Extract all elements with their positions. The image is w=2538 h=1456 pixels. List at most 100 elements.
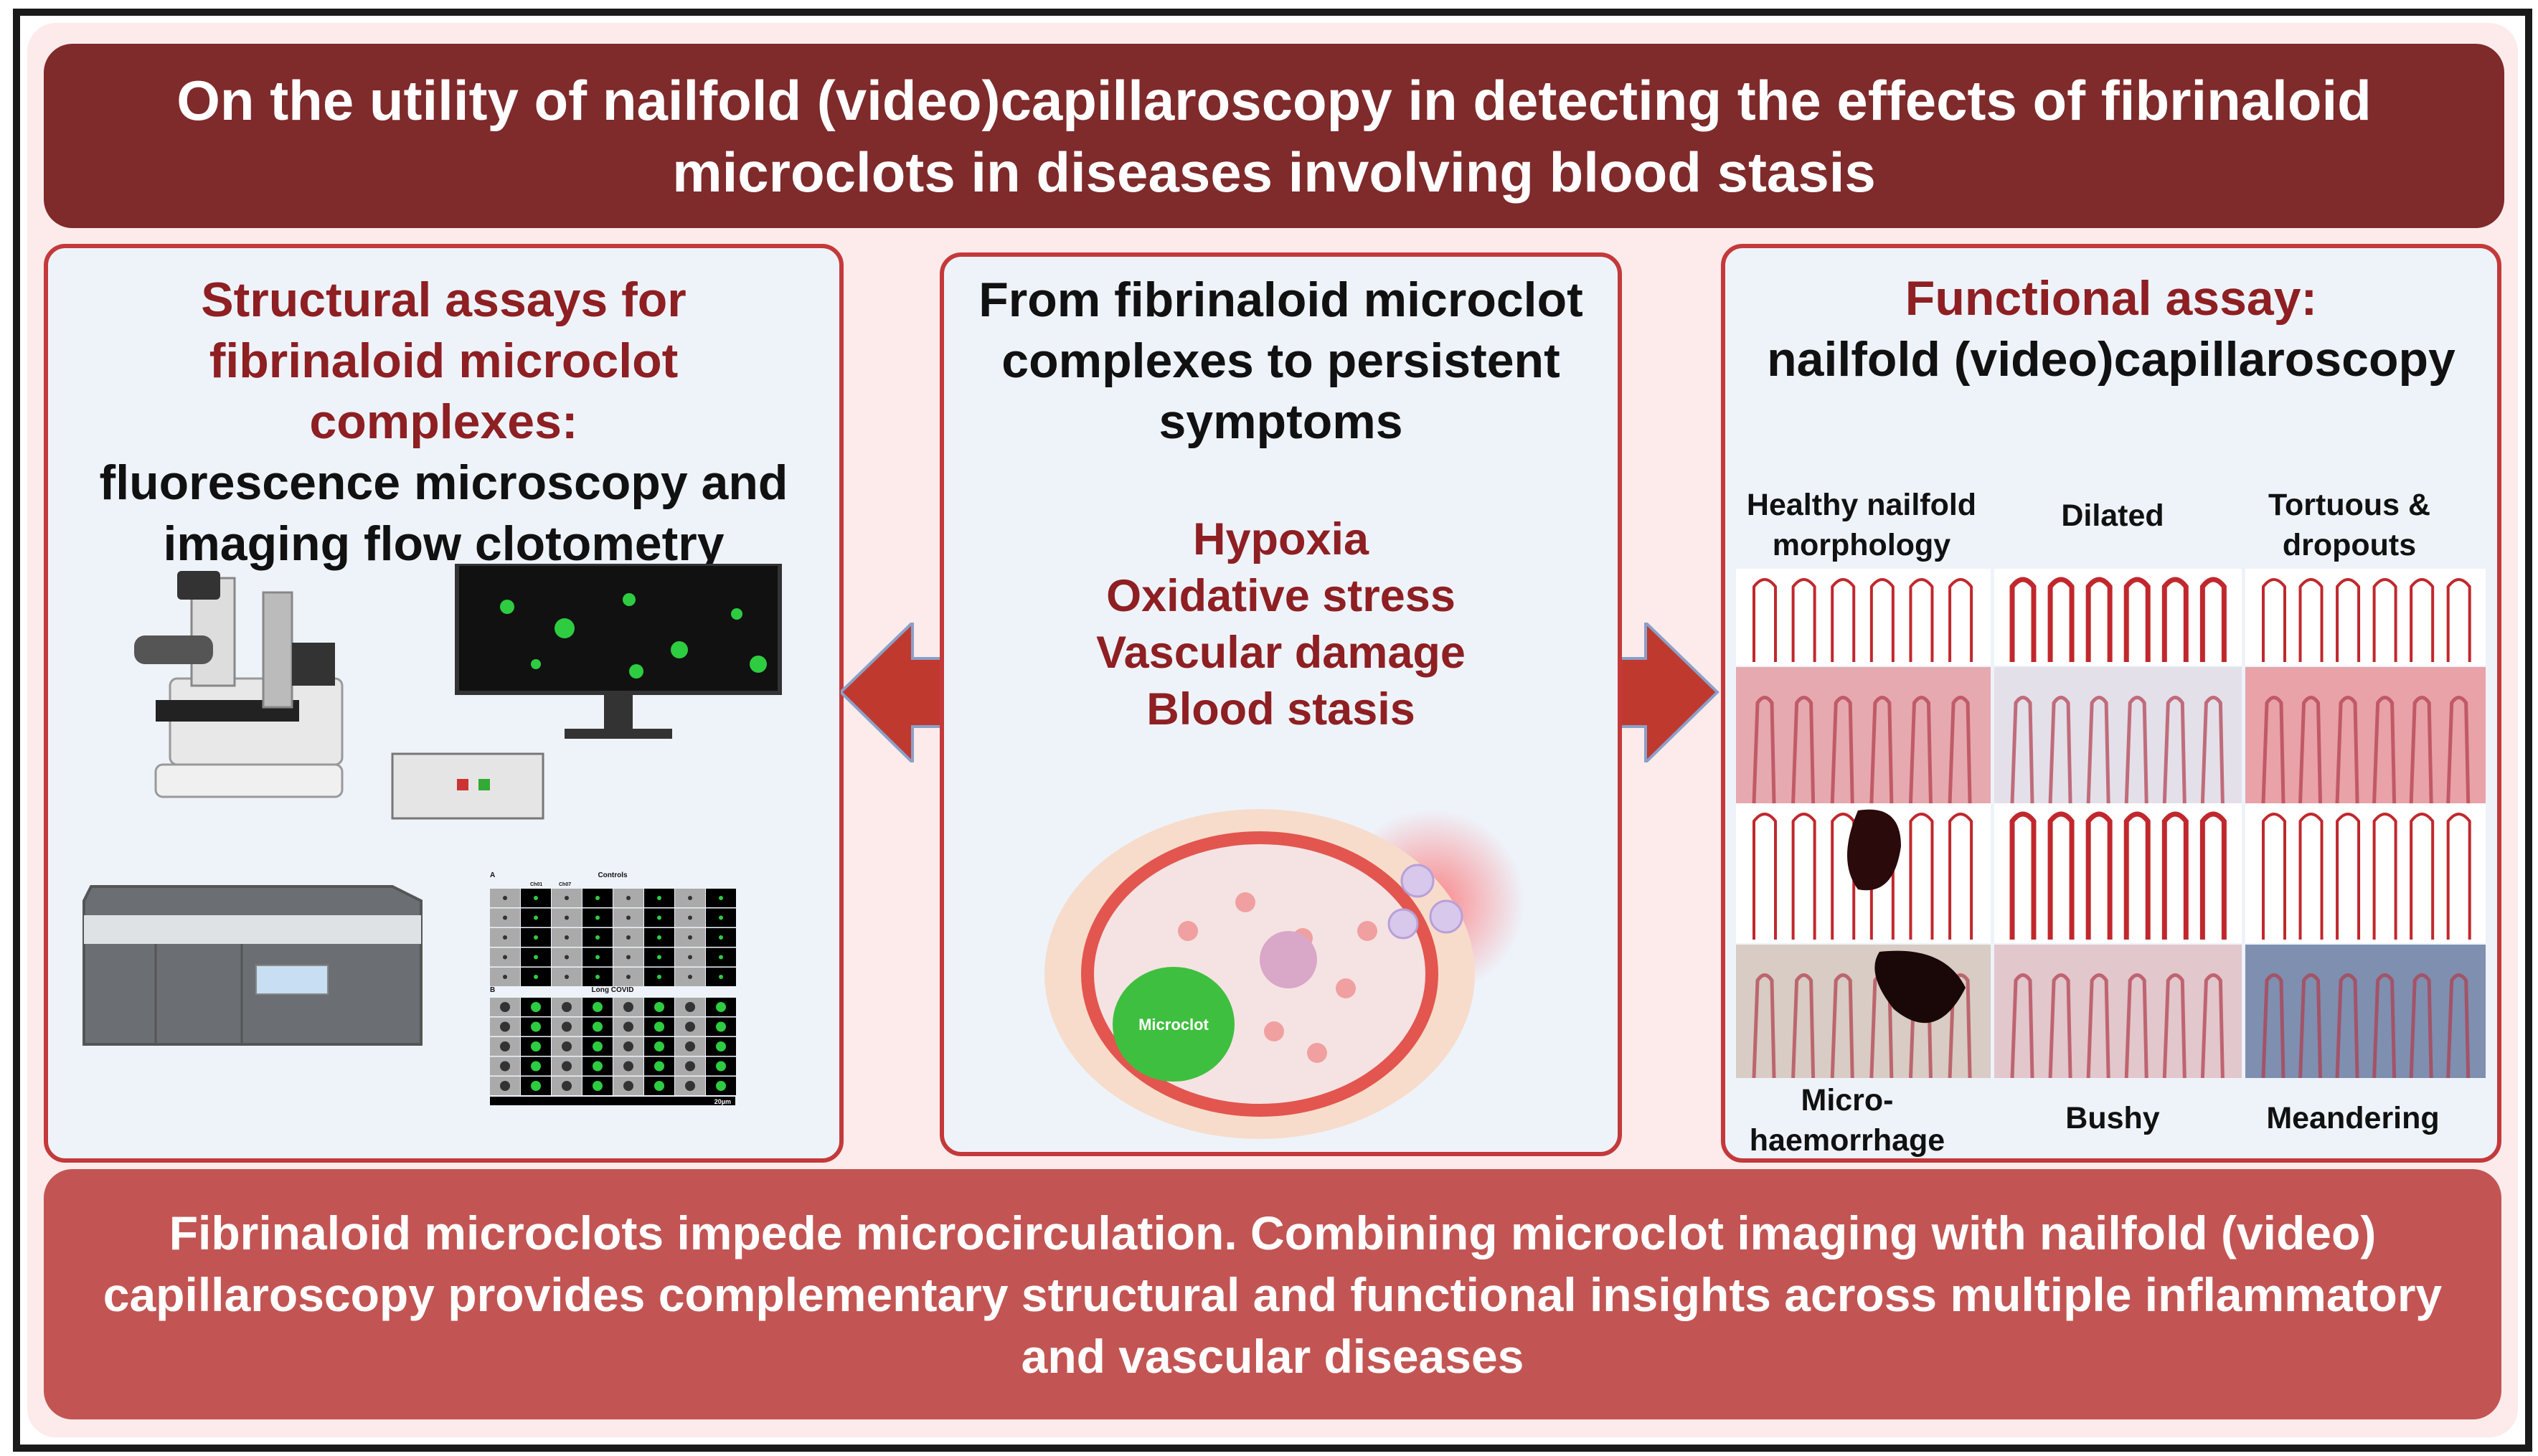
- ifc-particle: [500, 1041, 510, 1051]
- capillaroscopy-photo: [2245, 945, 2486, 1078]
- channel-label-ch01: Ch01: [530, 882, 542, 887]
- ifc-particle: [685, 1081, 695, 1091]
- conclusion-banner: Fibrinaloid microclots impede microcircu…: [44, 1169, 2501, 1419]
- ifc-particle: [623, 1041, 633, 1051]
- ifc-particle: [685, 1002, 695, 1012]
- ifc-particle: [503, 896, 507, 900]
- controls-label: Controls: [598, 871, 628, 879]
- ifc-particle: [534, 935, 538, 940]
- ifc-particle: [534, 896, 538, 900]
- structural-heading-red: Structural assays for fibrinaloid microc…: [201, 273, 687, 449]
- ifc-particle: [562, 1002, 572, 1012]
- ifc-particle: [626, 935, 631, 940]
- ifc-particle: [565, 935, 569, 940]
- capillary-drawing: [2245, 803, 2486, 943]
- ifc-particle: [503, 955, 507, 960]
- ifc-particle: [623, 1002, 633, 1012]
- ifc-particle: [562, 1081, 572, 1091]
- symptom-oxidative-stress: Oxidative stress: [1106, 571, 1456, 621]
- ifc-particle: [565, 896, 569, 900]
- label-dilated: Dilated: [2061, 498, 2164, 533]
- persistent-symptoms-panel: From fibrinaloid microclot complexes to …: [940, 252, 1622, 1156]
- ifc-particle: [626, 955, 631, 960]
- ifc-particle: [657, 915, 661, 920]
- ifc-particle: [534, 915, 538, 920]
- ifc-particle: [595, 896, 600, 900]
- ifc-particle: [716, 1061, 726, 1072]
- ifc-particle: [565, 955, 569, 960]
- ifc-particle: [500, 1002, 510, 1012]
- ifc-particle: [626, 975, 631, 979]
- capillaroscopy-photo: [1994, 945, 2242, 1078]
- ifc-particle: [654, 1081, 664, 1091]
- ifc-particle: [503, 915, 507, 920]
- channel-label-ch07: Ch07: [559, 882, 571, 887]
- ifc-particle: [654, 1002, 664, 1012]
- capillary-drawing: [1994, 569, 2242, 666]
- ifc-particle: [657, 935, 661, 940]
- ifc-particle: [685, 1021, 695, 1032]
- capillary-drawing: [1736, 803, 1991, 943]
- long-covid-label: Long COVID: [592, 986, 634, 994]
- imaging-flow-clotometry-grid: A Controls B Long COVID Ch01 Ch07 20µm: [487, 869, 738, 1105]
- label-tortuous: Tortuous & dropouts: [2268, 488, 2431, 562]
- ifc-particle: [595, 935, 600, 940]
- ifc-particle: [685, 1041, 695, 1051]
- ifc-particle: [562, 1041, 572, 1051]
- ifc-particle: [593, 1061, 603, 1072]
- functional-assay-panel: Functional assay: nailfold (video)capill…: [1721, 244, 2501, 1163]
- functional-heading-black: nailfold (video)capillaroscopy: [1767, 332, 2456, 387]
- blood-vessel-microclot-illustration: Microclot: [1044, 809, 1525, 1139]
- ifc-particle: [719, 915, 723, 920]
- capillary-drawing: [1994, 803, 2242, 943]
- ifc-particle: [626, 896, 631, 900]
- ifc-particle: [719, 935, 723, 940]
- label-microhaemorrhage: Micro-haemorrhage: [1749, 1083, 1945, 1158]
- label-healthy: Healthy nailfold morphology: [1746, 488, 1977, 562]
- structural-heading-black: fluorescence microscopy and imaging flow…: [99, 455, 788, 571]
- structural-heading: Structural assays for fibrinaloid microc…: [48, 270, 839, 575]
- capillaroscopy-photo: [1736, 945, 1991, 1078]
- ifc-particle: [688, 915, 692, 920]
- ifc-particle: [593, 1041, 603, 1051]
- ifc-particle: [716, 1021, 726, 1032]
- fluorescence-microscope-illustration: [134, 564, 782, 820]
- ifc-particle: [657, 975, 661, 979]
- microclot-label: Microclot: [1138, 1016, 1209, 1034]
- ifc-particle: [531, 1002, 541, 1012]
- ifc-particle: [500, 1021, 510, 1032]
- functional-heading-red: Functional assay:: [1905, 271, 2318, 326]
- ifc-particle: [531, 1041, 541, 1051]
- ifc-particle: [500, 1061, 510, 1072]
- ifc-particle: [623, 1021, 633, 1032]
- capillary-drawing: [2245, 569, 2486, 666]
- ifc-particle: [688, 975, 692, 979]
- figure-title: On the utility of nailfold (video)capill…: [44, 44, 2504, 228]
- ifc-particle: [593, 1021, 603, 1032]
- ifc-particle: [534, 955, 538, 960]
- symptom-blood-stasis: Blood stasis: [1146, 684, 1415, 734]
- ifc-particle: [657, 955, 661, 960]
- ifc-particle: [654, 1061, 664, 1072]
- label-meandering: Meandering: [2266, 1101, 2440, 1135]
- ifc-particle: [688, 896, 692, 900]
- ifc-particle: [657, 896, 661, 900]
- ifc-particle: [626, 915, 631, 920]
- capillaroscopy-photo: [2245, 667, 2486, 803]
- ifc-particle: [719, 955, 723, 960]
- ifc-particle: [719, 975, 723, 979]
- ifc-particle: [688, 955, 692, 960]
- symptom-hypoxia: Hypoxia: [1192, 514, 1369, 564]
- ifc-particle: [685, 1061, 695, 1072]
- ifc-particle: [565, 915, 569, 920]
- ifc-particle: [562, 1061, 572, 1072]
- ifc-grid-svg: A Controls B Long COVID Ch01 Ch07 20µm: [490, 871, 736, 1105]
- middle-heading: From fibrinaloid microclot complexes to …: [978, 273, 1583, 449]
- ifc-particle: [623, 1081, 633, 1091]
- capillaroscopy-photo: [1994, 667, 2242, 803]
- ifc-particle: [716, 1002, 726, 1012]
- ifc-particle: [593, 1002, 603, 1012]
- ifc-particle: [531, 1081, 541, 1091]
- ifc-particle: [595, 975, 600, 979]
- ifc-particle: [565, 975, 569, 979]
